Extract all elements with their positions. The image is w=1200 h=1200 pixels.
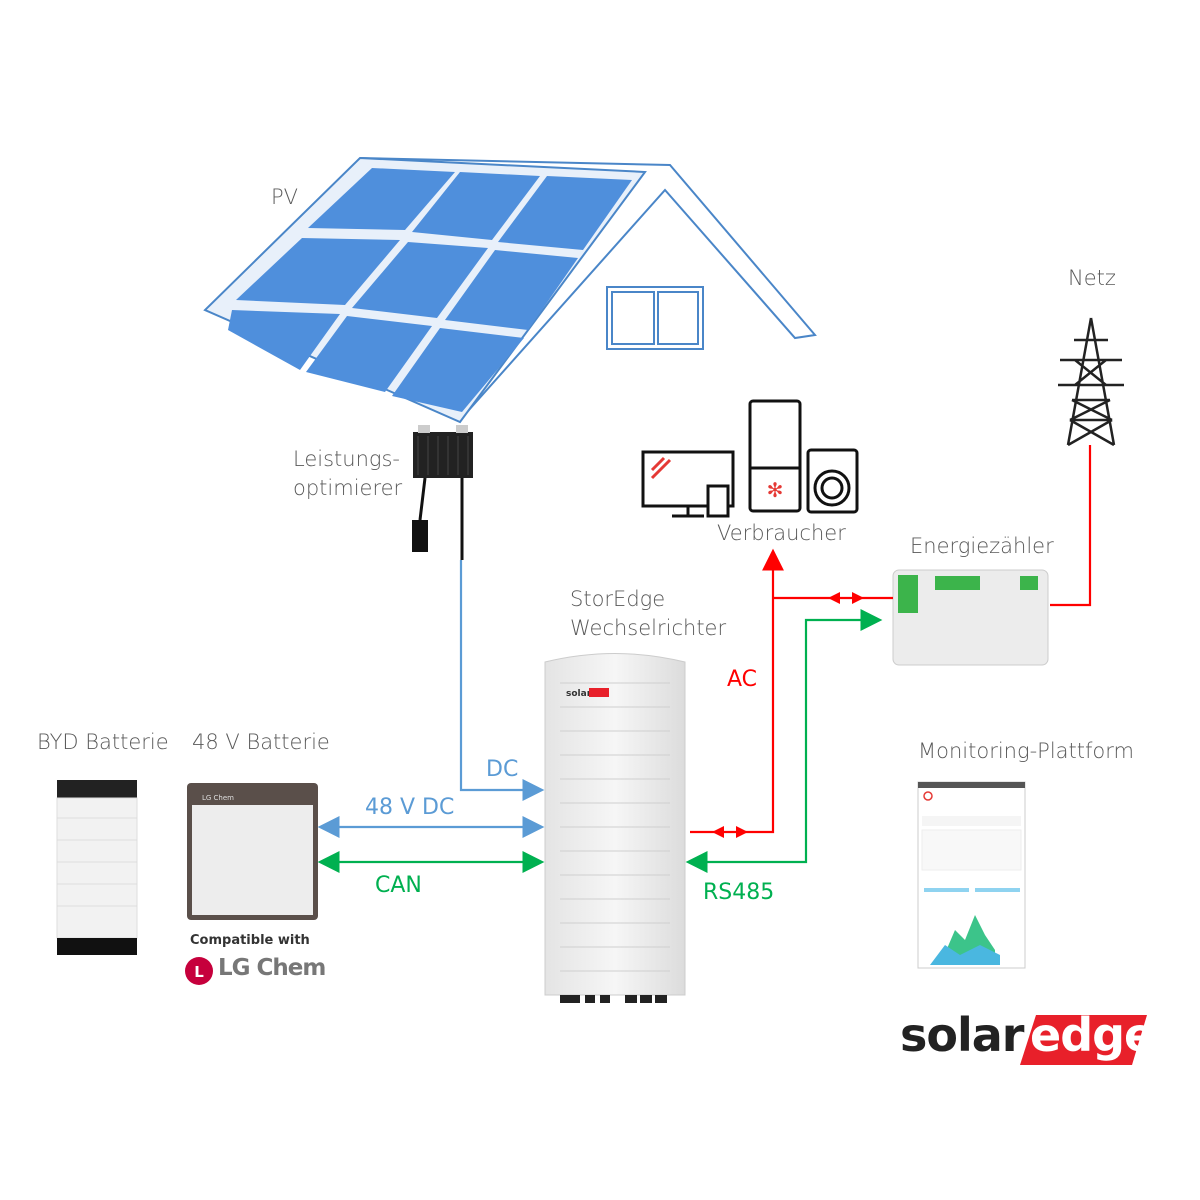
svg-text:L: L [194, 963, 204, 981]
pv-panels-icon [203, 156, 647, 424]
ac-line [690, 548, 784, 834]
byd-battery-icon [56, 780, 138, 955]
solaredge-logo-edge: edge [1030, 1008, 1155, 1062]
consumers-label: Verbraucher [717, 521, 846, 545]
byd-battery-label: BYD Batterie [37, 730, 169, 754]
grid-line [1050, 445, 1092, 607]
optimizer-label-line2: optimierer [293, 476, 403, 500]
lg-chem-logo-icon: L [185, 957, 213, 985]
rs485-label: RS485 [703, 880, 775, 905]
solaredge-logo-solar: solar [900, 1008, 1024, 1062]
solaredge-logo-badge [1020, 1015, 1147, 1065]
power-optimizer-icon [412, 425, 473, 560]
dc-label: DC [486, 757, 519, 782]
dc-line [459, 560, 545, 801]
grid-label: Netz [1068, 266, 1116, 290]
lg-battery-icon: LG Chem [187, 783, 318, 920]
compatible-with-text: Compatible with [190, 933, 310, 948]
dc-48v-label: 48 V DC [365, 795, 455, 820]
ac-label: AC [727, 667, 758, 692]
pv-label: PV [271, 185, 299, 209]
bidirectional-arrow-icons [712, 592, 864, 838]
svg-text:LG Chem: LG Chem [202, 794, 234, 802]
inverter-label-line1: StorEdge [570, 587, 666, 611]
energy-meter-icon [892, 569, 1049, 666]
storedge-inverter-icon: solar [544, 653, 686, 1003]
monitoring-label: Monitoring-Plattform [918, 739, 1134, 763]
consumers-icon: ✻ [641, 399, 859, 518]
lg-chem-brand: LG Chem [218, 955, 326, 981]
svg-text:✻: ✻ [767, 478, 784, 502]
svg-text:solar: solar [566, 689, 592, 699]
battery-48v-label: 48 V Batterie [192, 730, 330, 754]
monitoring-app-screenshot [917, 781, 1026, 969]
meter-label: Energiezähler [910, 534, 1054, 558]
can-label: CAN [375, 873, 422, 898]
optimizer-label-line1: Leistungs- [293, 447, 400, 471]
house-icon [359, 157, 817, 421]
inverter-label-line2: Wechselrichter [570, 616, 727, 640]
grid-tower-icon [1058, 317, 1124, 447]
rs485-line [685, 609, 883, 873]
